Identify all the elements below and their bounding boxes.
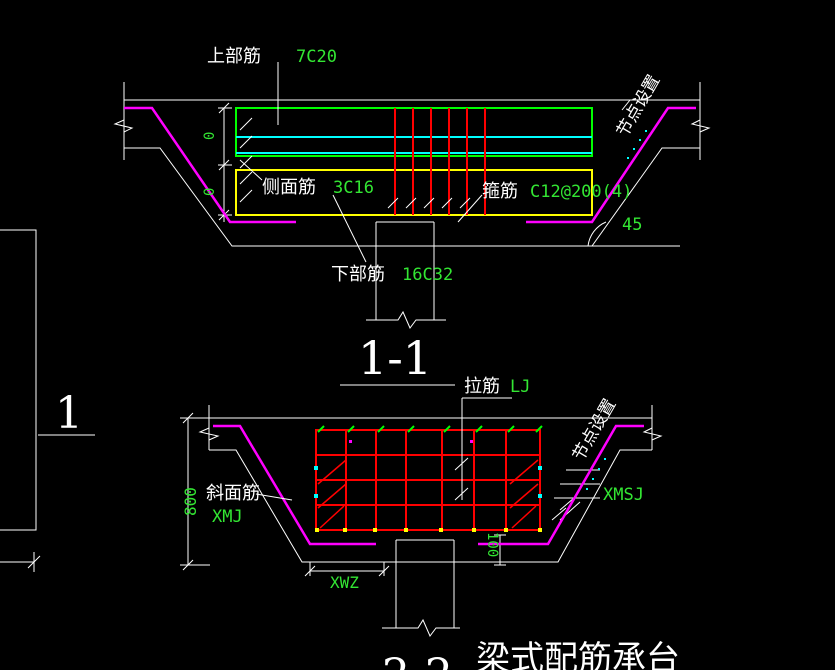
dim-label-a: 0 xyxy=(202,132,218,140)
slope-rebar-spec: XMJ xyxy=(212,507,243,527)
tie-label: 拉筋 xyxy=(464,376,500,397)
section2-outline xyxy=(180,405,663,637)
section1-leaders xyxy=(239,62,631,263)
section-1-1: 上部筋 7C20 侧面筋 3C16 箍筋 C12@200(4) 下部筋 16C3… xyxy=(113,46,711,386)
stirrup-label: 箍筋 xyxy=(482,181,518,202)
section1-outline xyxy=(113,82,711,329)
xmsj-label: XMSJ xyxy=(603,485,644,505)
section2-hooks xyxy=(317,425,543,433)
top-rebar-spec: 7C20 xyxy=(296,47,337,67)
node-setting-label-1: 节点设置 xyxy=(613,72,664,141)
section2-rebar-grid xyxy=(315,429,541,531)
section2-slope-bars xyxy=(213,424,644,546)
stirrups xyxy=(394,108,486,215)
slope-angle-label: 45 xyxy=(622,215,642,235)
top-rebar-label: 上部筋 xyxy=(207,46,261,67)
dim-100-label: 100 xyxy=(484,532,500,557)
height-dim-label: 800 xyxy=(181,487,200,516)
xwz-label: XWZ xyxy=(330,573,359,592)
section2-title: 2-2 xyxy=(382,650,453,670)
section1-slope-bars xyxy=(124,106,696,224)
dim-label-b: 0 xyxy=(202,188,218,196)
side-rebar-label: 侧面筋 xyxy=(262,177,316,198)
section1-title: 1-1 xyxy=(358,331,432,385)
section1-node-marks xyxy=(627,130,647,159)
tie-spec: LJ xyxy=(510,377,530,397)
section2-tie-bars xyxy=(317,459,539,529)
left-marker: 1 xyxy=(0,229,95,572)
section1-ticks xyxy=(239,117,471,209)
drawing-caption: 梁式配筋承台 xyxy=(476,639,680,670)
section-2-2: 拉筋 LJ 斜面筋 XMJ XMSJ XWZ 节点设置 800 100 2-2 … xyxy=(180,376,680,670)
bottom-rebar-spec: 16C32 xyxy=(402,265,453,285)
section2-leaders xyxy=(255,397,512,501)
bottom-rebar-label: 下部筋 xyxy=(331,264,385,285)
left-marker-number: 1 xyxy=(55,388,83,439)
section2-rebar-dots xyxy=(314,440,542,532)
slope-rebar-label: 斜面筋 xyxy=(206,483,260,504)
stirrup-spec: C12@200(4) xyxy=(530,182,632,202)
side-rebar-spec: 3C16 xyxy=(333,178,374,198)
section2-node-marks xyxy=(586,458,606,490)
